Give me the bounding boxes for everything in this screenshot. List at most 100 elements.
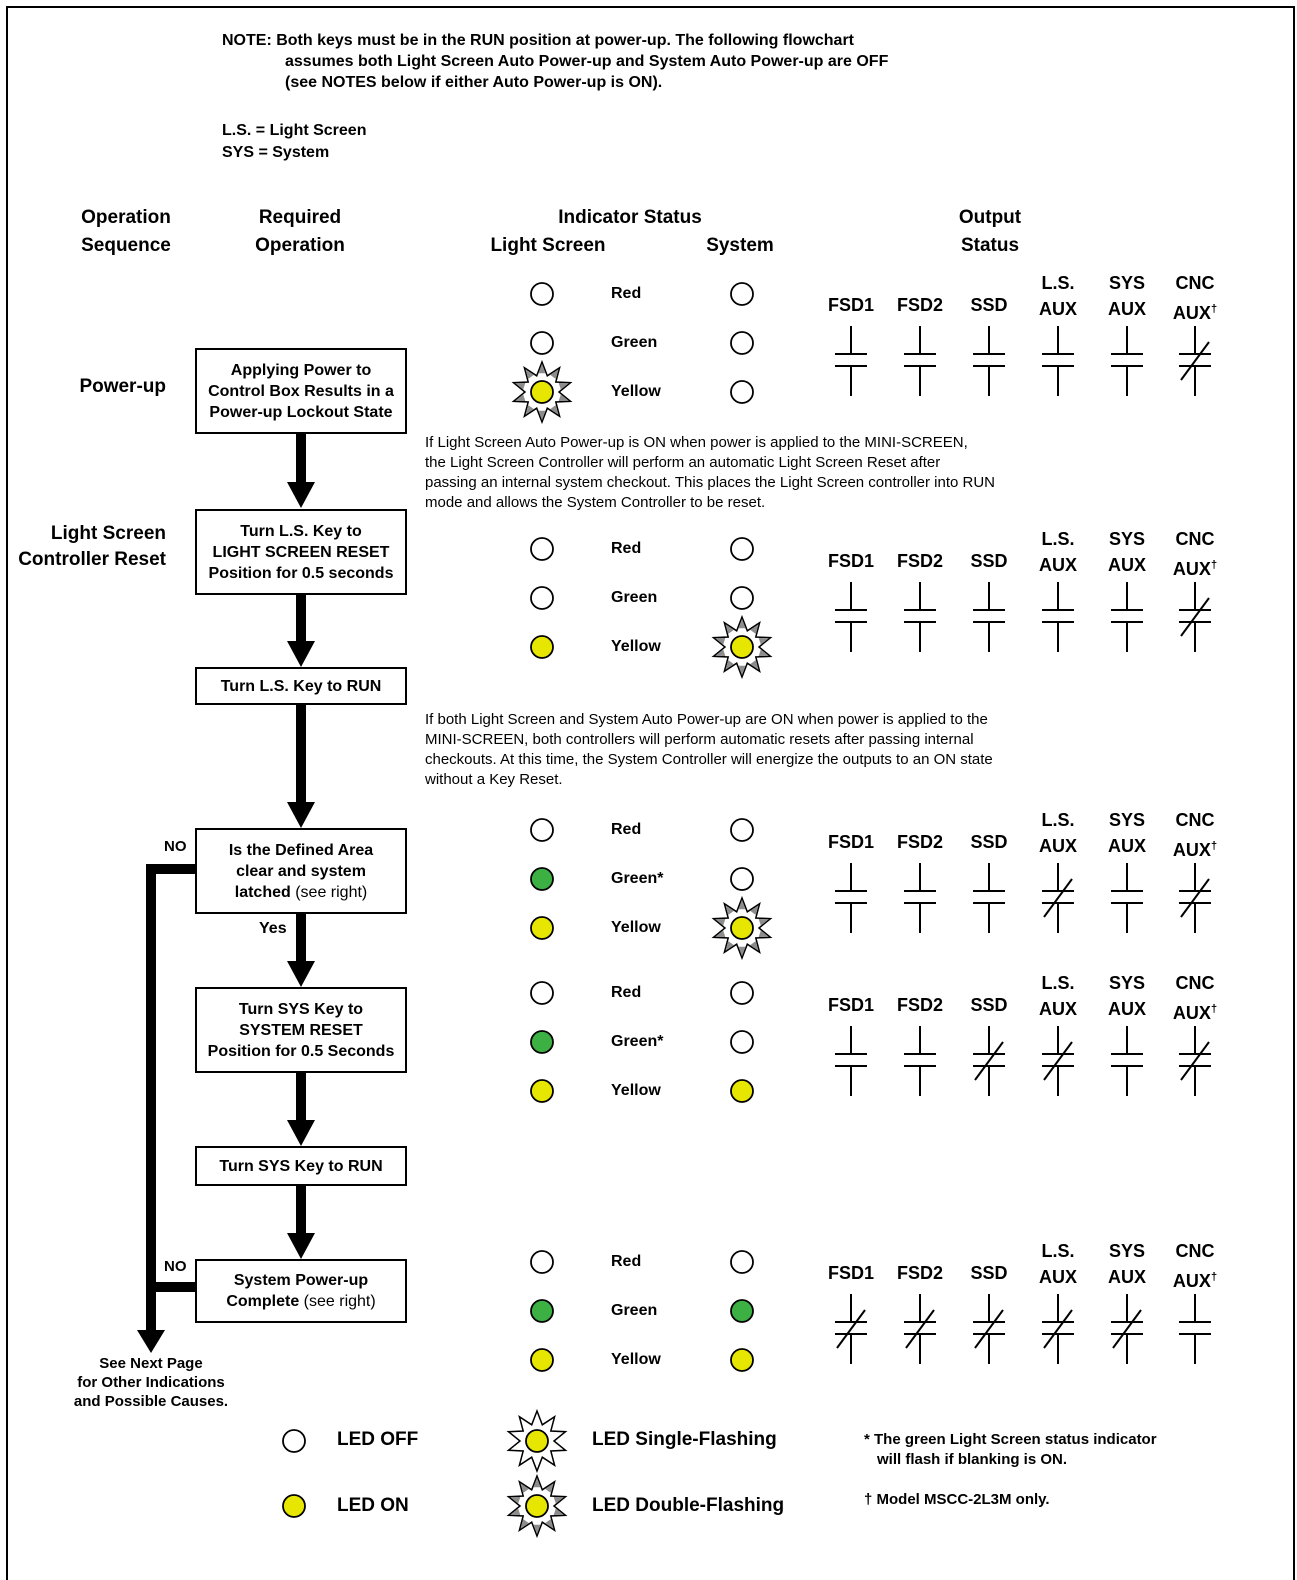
indicator-color-label: Yellow	[611, 919, 661, 936]
open-contact-symbol	[904, 1026, 936, 1096]
sys-yellow-indicator	[710, 895, 774, 965]
open-contact-symbol	[1042, 582, 1074, 652]
note-ls-auto-powerup: If Light Screen Auto Power-up is ON when…	[425, 434, 996, 511]
output-label: FSD1	[827, 995, 874, 1015]
output-label: L.S.AUX	[1038, 273, 1077, 319]
ls-green-indicator	[510, 847, 574, 916]
abbr-ls: L.S. = Light Screen	[222, 122, 367, 139]
header-system: System	[706, 235, 774, 256]
closed-contact-symbol	[1179, 863, 1211, 933]
indicator-color-label: Green*	[611, 1033, 664, 1050]
open-contact-symbol	[973, 863, 1005, 933]
open-contact-symbol	[835, 582, 867, 652]
closed-contact-symbol	[1179, 326, 1211, 396]
ls-yellow-indicator	[510, 1328, 574, 1397]
legend-single-flash: LED Single-Flashing	[592, 1429, 777, 1450]
sys-red-indicator	[710, 961, 774, 1030]
indicator-color-label: Green	[611, 334, 658, 351]
abbr-sys: SYS = System	[222, 144, 330, 161]
legend-led-off: LED OFF	[337, 1429, 419, 1450]
sys-red-indicator	[710, 517, 774, 586]
closed-contact-symbol	[835, 1294, 867, 1364]
output-label: SSD	[970, 995, 1008, 1015]
indicator-color-label: Red	[611, 984, 642, 1001]
footnote-dagger: † Model MSCC-2L3M only.	[864, 1491, 1050, 1508]
open-contact-symbol	[1179, 1294, 1211, 1364]
label-no-1: NO	[164, 838, 187, 855]
ls-red-indicator	[510, 517, 574, 586]
sys-yellow-indicator	[710, 1328, 774, 1397]
led-double-flash-icon	[505, 1473, 569, 1543]
open-contact-symbol	[835, 1026, 867, 1096]
label-yes: Yes	[259, 920, 287, 937]
sys-red-indicator	[710, 262, 774, 331]
closed-contact-symbol	[1042, 1026, 1074, 1096]
open-contact-symbol	[1111, 582, 1143, 652]
box-ls-run: Turn L.S. Key to RUN	[195, 667, 407, 705]
ls-red-indicator	[510, 961, 574, 1030]
sys-green-indicator	[710, 1010, 774, 1079]
led-off-icon	[262, 1409, 326, 1478]
output-label: SSD	[970, 295, 1008, 315]
note-line-3: (see NOTES below if either Auto Power-up…	[285, 74, 663, 91]
sys-yellow-indicator	[710, 1059, 774, 1128]
open-contact-symbol	[904, 582, 936, 652]
closed-contact-symbol	[904, 1294, 936, 1364]
page-frame	[6, 6, 1295, 1580]
output-label: FSD2	[896, 551, 943, 571]
sys-yellow-indicator	[710, 614, 774, 684]
open-contact-symbol	[973, 326, 1005, 396]
sys-green-indicator	[710, 566, 774, 635]
open-contact-symbol	[1111, 1026, 1143, 1096]
indicator-color-label: Red	[611, 1253, 642, 1270]
open-contact-symbol	[973, 582, 1005, 652]
sys-yellow-indicator	[710, 360, 774, 429]
output-label: L.S.AUX	[1038, 810, 1077, 856]
sys-red-indicator	[710, 798, 774, 867]
sys-red-indicator	[710, 1230, 774, 1299]
sys-green-indicator	[710, 1279, 774, 1348]
legend-led-on: LED ON	[337, 1495, 409, 1516]
indicator-color-label: Yellow	[611, 638, 661, 655]
open-contact-symbol	[1111, 863, 1143, 933]
ls-red-indicator	[510, 262, 574, 331]
closed-contact-symbol	[1179, 1026, 1211, 1096]
closed-contact-symbol	[973, 1294, 1005, 1364]
indicator-color-label: Yellow	[611, 1351, 661, 1368]
output-label: FSD1	[827, 832, 874, 852]
closed-contact-symbol	[1179, 582, 1211, 652]
indicator-color-label: Yellow	[611, 1082, 661, 1099]
output-label: SSD	[970, 832, 1008, 852]
legend-double-flash: LED Double-Flashing	[592, 1495, 785, 1516]
closed-contact-symbol	[973, 1026, 1005, 1096]
ls-yellow-indicator	[510, 615, 574, 684]
ls-green-indicator	[510, 566, 574, 635]
ls-yellow-indicator	[510, 1059, 574, 1128]
output-label: SSD	[970, 551, 1008, 571]
note-both-auto-powerup: If both Light Screen and System Auto Pow…	[425, 711, 993, 788]
output-label: L.S.AUX	[1038, 973, 1077, 1019]
seq-powerup: Power-up	[79, 376, 166, 397]
box-sys-run: Turn SYS Key to RUN	[195, 1146, 407, 1186]
indicator-color-label: Red	[611, 821, 642, 838]
indicator-color-label: Green*	[611, 870, 664, 887]
open-contact-symbol	[835, 863, 867, 933]
open-contact-symbol	[904, 326, 936, 396]
indicator-color-label: Yellow	[611, 383, 661, 400]
output-label: FSD1	[827, 295, 874, 315]
